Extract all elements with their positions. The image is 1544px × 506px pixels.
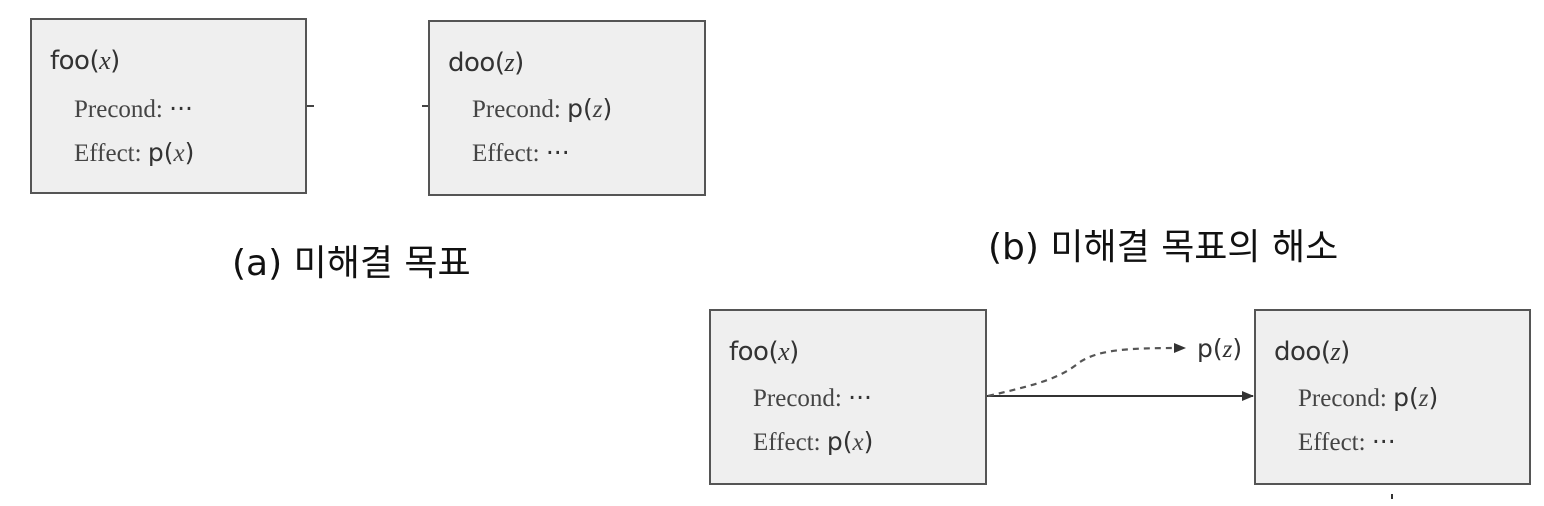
effect-line: Effect: p(x)	[753, 427, 874, 456]
precond-line: Precond: p(z)	[472, 94, 613, 123]
precond-line: Precond: p(z)	[1298, 383, 1439, 412]
caption-a: (a) 미해결 목표	[232, 243, 471, 284]
causal-link-dashed-arrow	[987, 343, 1186, 398]
action-name: doo(z)	[448, 48, 524, 78]
action-box-doo-b: doo(z) Precond: p(z) Effect: ···	[1254, 309, 1531, 485]
precond-line: Precond: ···	[74, 94, 193, 123]
effect-line: Effect: p(x)	[74, 138, 195, 167]
caption-b: (b) 미해결 목표의 해소	[988, 227, 1339, 268]
precond-line: Precond: ···	[753, 383, 872, 412]
action-name: doo(z)	[1274, 337, 1350, 367]
action-box-foo-a: foo(x) Precond: ··· Effect: p(x)	[30, 18, 307, 194]
causal-link-label: p(z)	[1197, 334, 1243, 363]
action-box-doo-a: doo(z) Precond: p(z) Effect: ···	[428, 20, 706, 196]
action-name: foo(x)	[729, 337, 799, 367]
effect-line: Effect: ···	[1298, 427, 1396, 456]
action-box-foo-b: foo(x) Precond: ··· Effect: p(x)	[709, 309, 987, 485]
action-name: foo(x)	[50, 46, 120, 76]
effect-line: Effect: ···	[472, 138, 570, 167]
